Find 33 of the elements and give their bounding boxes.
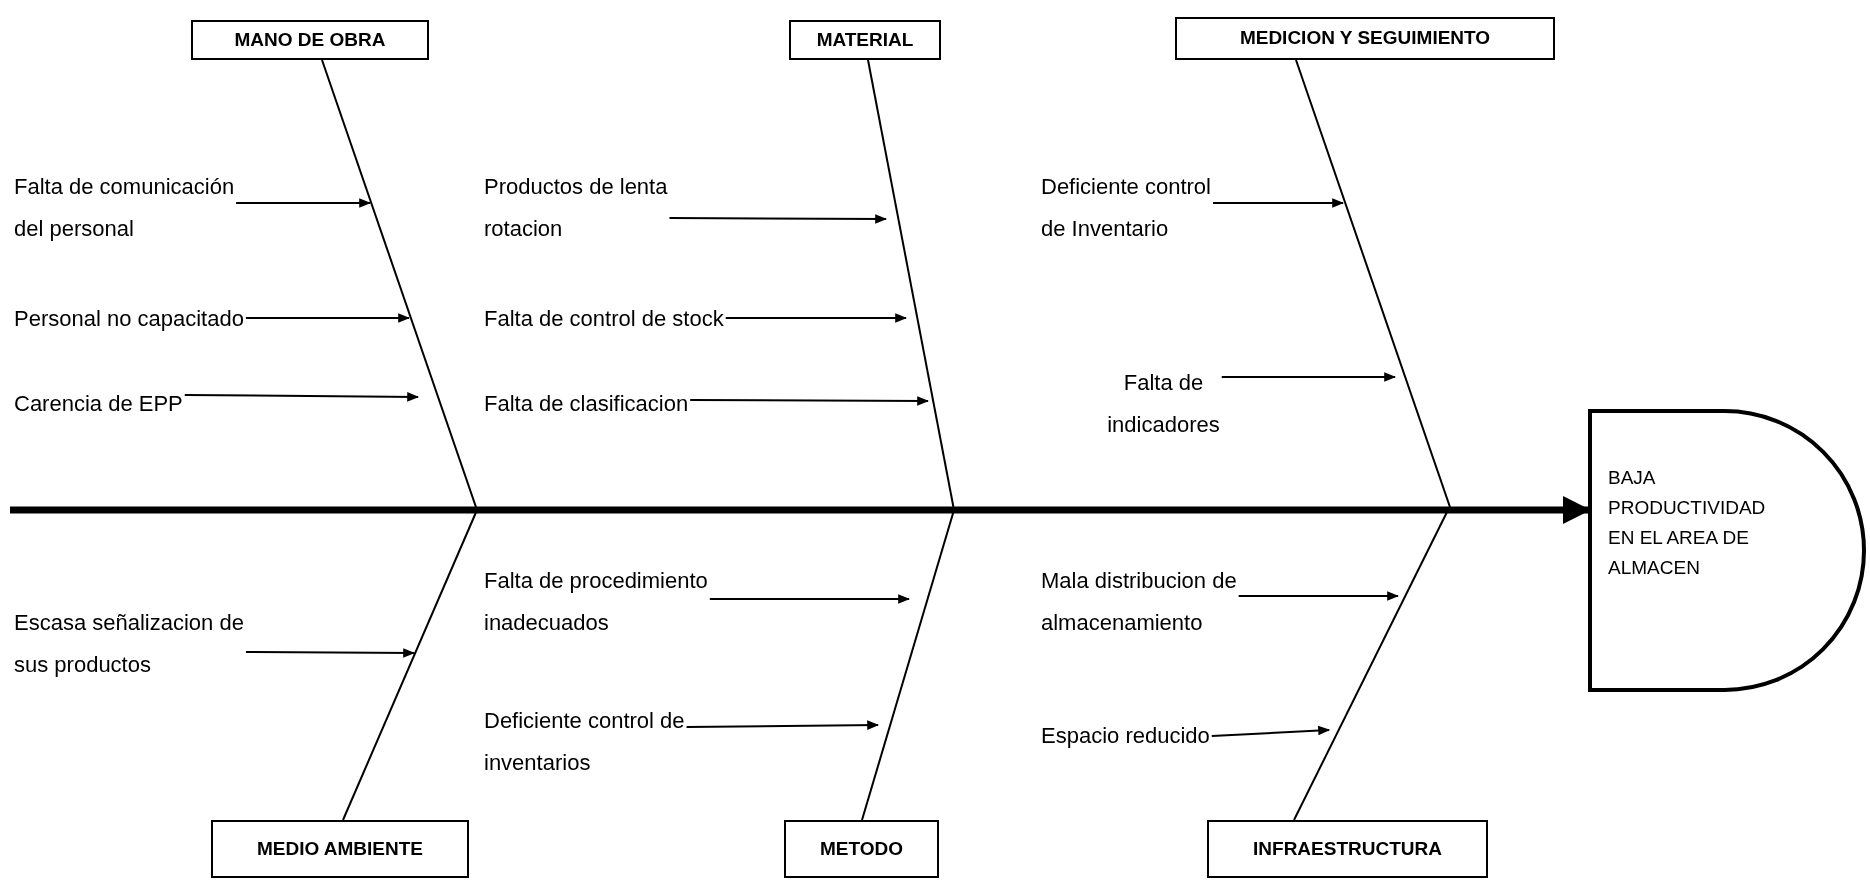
cause-arrow	[1212, 198, 1345, 208]
cause-arrow	[244, 313, 411, 323]
cause-arrow	[244, 648, 416, 658]
cause-arrow	[668, 214, 888, 224]
cause-arrow	[1210, 725, 1331, 737]
category-box: MEDICION Y SEGUIMIENTO	[1175, 17, 1555, 60]
cause-arrow	[1237, 591, 1400, 601]
cause-arrow	[1220, 372, 1397, 382]
cause-text: Personal no capacitado	[14, 298, 244, 340]
cause-text: Espacio reducido	[1041, 715, 1210, 757]
cause-text: Falta de control de stock	[484, 298, 724, 340]
cause-text: Carencia de EPP	[14, 383, 183, 425]
category-box: MATERIAL	[789, 20, 941, 60]
cause-arrow	[235, 198, 372, 208]
effect-head: BAJA PRODUCTIVIDAD EN EL AREA DE ALMACEN	[1588, 409, 1866, 692]
cause-arrow	[689, 396, 930, 406]
category-box: MANO DE OBRA	[191, 20, 429, 60]
cause-text: Escasa señalizacion de sus productos	[14, 602, 259, 686]
cause-text: Deficiente control de inventarios	[484, 700, 699, 784]
cause-text: Deficiente control de Inventario	[1041, 166, 1226, 250]
category-box: METODO	[784, 820, 939, 878]
cause-arrow	[708, 594, 911, 604]
cause-arrow	[724, 313, 908, 323]
cause-text: Productos de lenta rotacion	[484, 166, 684, 250]
cause-text: Falta de indicadores	[1101, 362, 1226, 446]
cause-arrow	[183, 392, 420, 402]
cause-text: Mala distribucion de almacenamiento	[1041, 560, 1241, 644]
cause-text: Falta de clasificacion	[484, 383, 689, 425]
cause-text: Falta de comunicación del personal	[14, 166, 254, 250]
category-box: MEDIO AMBIENTE	[211, 820, 469, 878]
category-box: INFRAESTRUCTURA	[1207, 820, 1488, 878]
cause-arrow	[685, 720, 880, 730]
cause-text: Falta de procedimiento inadecuados	[484, 560, 724, 644]
